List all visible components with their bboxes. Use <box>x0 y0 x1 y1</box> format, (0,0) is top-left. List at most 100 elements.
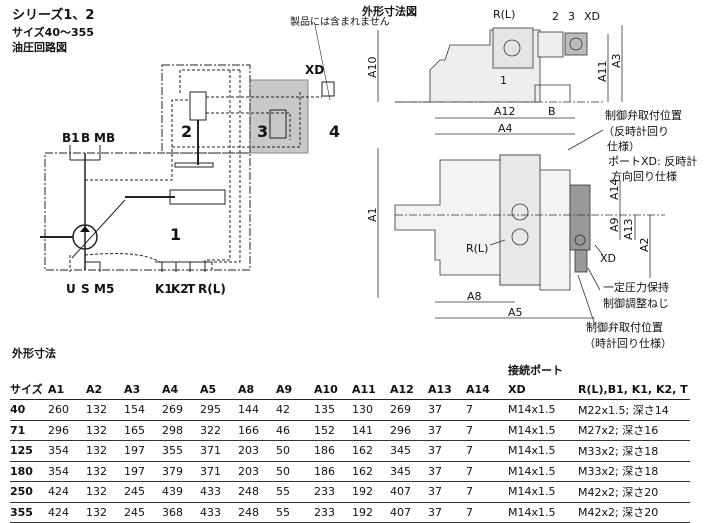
column-header: A5 <box>200 382 217 396</box>
label-rl: R(L) <box>466 242 488 255</box>
column-header: A4 <box>162 382 179 396</box>
table-cell: 42 <box>276 403 290 417</box>
table-cell: 135 <box>314 403 335 417</box>
table-cell: 152 <box>314 423 335 437</box>
top-label-1: 1 <box>500 74 507 87</box>
table-cell: 40 <box>10 403 26 417</box>
table-cell: 371 <box>200 444 221 458</box>
table-cell: 186 <box>314 464 335 478</box>
top-label-2: 2 <box>552 10 559 23</box>
dim-a5: A5 <box>508 306 523 319</box>
series-title: シリーズ1、2 <box>12 8 95 23</box>
dim-a11: A11 <box>596 60 609 82</box>
column-header: サイズ <box>10 383 43 397</box>
table-cell: 245 <box>124 505 145 519</box>
table-cell: 433 <box>200 485 221 499</box>
column-header: A8 <box>238 382 255 396</box>
note-cw-1: 制御弁取付位置 <box>586 320 663 334</box>
table-cell: M14x1.5 <box>508 505 556 519</box>
table-title: 外形寸法 <box>12 347 56 360</box>
table-cell: 355 <box>162 444 183 458</box>
table-cell: 132 <box>86 464 107 478</box>
label-u: U <box>66 282 76 296</box>
label-s: S <box>81 282 90 296</box>
column-header: A14 <box>466 382 490 396</box>
table-cell: 368 <box>162 505 183 519</box>
table-cell: 55 <box>276 485 290 499</box>
column-header: A3 <box>124 382 141 396</box>
table-cell: 233 <box>314 485 335 499</box>
table-cell: 144 <box>238 403 259 417</box>
label-k2: K2 <box>171 282 189 296</box>
table-cell: M14x1.5 <box>508 444 556 458</box>
label-xd: XD <box>600 252 616 265</box>
table-cell: M14x1.5 <box>508 485 556 499</box>
table-cell: 50 <box>276 444 290 458</box>
table-cell: 245 <box>124 485 145 499</box>
column-header: XD <box>508 382 526 396</box>
table-cell: 371 <box>200 464 221 478</box>
table-cell: 354 <box>48 464 69 478</box>
dim-a3: A3 <box>610 53 623 68</box>
table-cell: 166 <box>238 423 259 437</box>
column-header: A11 <box>352 382 376 396</box>
table-cell: 298 <box>162 423 183 437</box>
table-cell: 197 <box>124 444 145 458</box>
note-ccw-3: 仕様） <box>607 139 640 153</box>
not-included-note: 製品には含まれません <box>290 15 390 28</box>
label-xd: XD <box>305 63 324 77</box>
label-mb: MB <box>94 131 115 145</box>
table-cell: 7 <box>466 403 473 417</box>
note-port-1: ポートXD: 反時計 <box>608 154 697 168</box>
note-adj-2: 制御調整ねじ <box>603 296 669 310</box>
table-cell: 71 <box>10 423 26 437</box>
top-label-3: 3 <box>568 10 575 23</box>
table-cell: 132 <box>86 444 107 458</box>
table-cell: M42x2; 深さ20 <box>578 485 659 499</box>
dim-a13: A13 <box>622 218 635 240</box>
table-cell: 7 <box>466 485 473 499</box>
table-cell: 424 <box>48 505 69 519</box>
label-3: 3 <box>257 122 268 141</box>
table-cell: 37 <box>428 485 442 499</box>
circuit-title: 油圧回路図 <box>12 41 67 54</box>
label-b: B <box>548 105 556 118</box>
table-cell: 162 <box>352 444 373 458</box>
table-cell: 424 <box>48 485 69 499</box>
table-cell: 192 <box>352 505 373 519</box>
table-cell: M27x2; 深さ16 <box>578 424 659 438</box>
table-cell: 130 <box>352 403 373 417</box>
label-b: B <box>81 131 90 145</box>
top-label-rl: R(L) <box>493 8 515 21</box>
label-4: 4 <box>329 122 340 141</box>
note-cw-2: （時計回り仕様） <box>584 336 672 350</box>
label-2: 2 <box>181 122 192 141</box>
column-header: A9 <box>276 382 293 396</box>
label-m5: M5 <box>94 282 114 296</box>
table-cell: M14x1.5 <box>508 423 556 437</box>
port-group-header: 接続ポート <box>508 363 563 377</box>
table-cell: 7 <box>466 505 473 519</box>
label-t: T <box>187 282 196 296</box>
note-adj-1: 一定圧力保持 <box>603 280 669 294</box>
column-header: R(L),B1, K1, K2, T <box>578 382 688 396</box>
table-cell: 345 <box>390 464 411 478</box>
column-header: A12 <box>390 382 414 396</box>
table-cell: 132 <box>86 505 107 519</box>
table-cell: 7 <box>466 423 473 437</box>
table-cell: 165 <box>124 423 145 437</box>
dim-a12: A12 <box>494 105 516 118</box>
table-cell: 162 <box>352 464 373 478</box>
table-cell: 55 <box>276 505 290 519</box>
table-cell: 132 <box>86 485 107 499</box>
dim-a10: A10 <box>366 56 379 78</box>
table-cell: 46 <box>276 423 290 437</box>
table-cell: 269 <box>162 403 183 417</box>
table-cell: 37 <box>428 403 442 417</box>
